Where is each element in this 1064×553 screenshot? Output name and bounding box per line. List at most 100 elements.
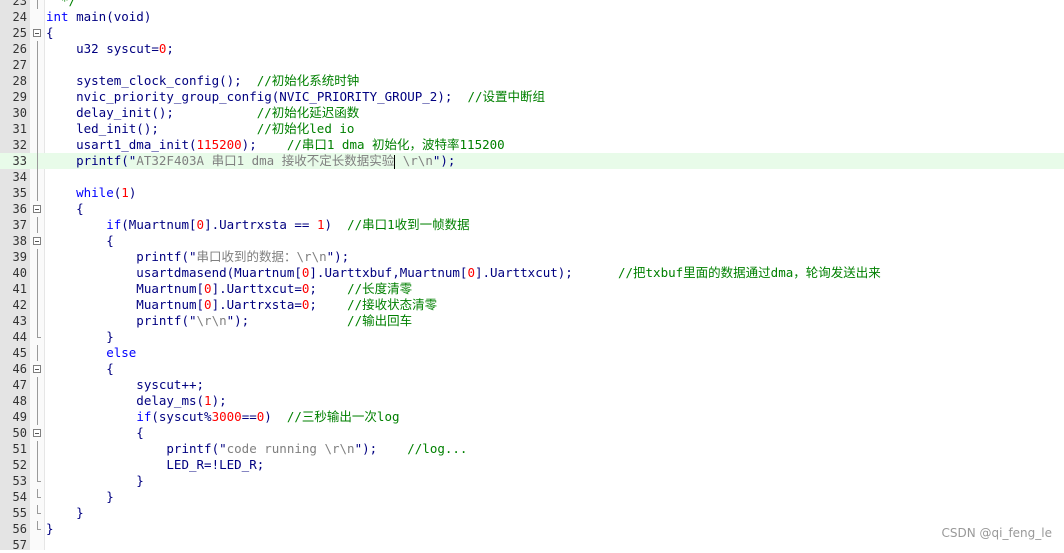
code-text[interactable]: printf("\r\n"); //输出回车 [46,313,412,329]
code-text[interactable]: } [46,329,114,345]
code-line[interactable]: 41 Muartnum[0].Uarttxcut=0; //长度清零 [0,281,1064,297]
code-text[interactable]: usart1_dma_init(115200); //串口1 dma 初始化，波… [46,137,505,153]
code-token: ].Uartrxsta == [204,217,317,232]
fold-end-marker [37,521,41,530]
line-number: 26 [12,42,27,56]
code-text[interactable]: { [46,425,144,441]
code-text[interactable]: while(1) [46,185,136,201]
code-line[interactable]: 48 delay_ms(1); [0,393,1064,409]
code-text[interactable]: { [46,201,84,217]
code-line[interactable]: 45 else [0,345,1064,361]
code-line[interactable]: 56} [0,521,1064,537]
fold-guide [37,105,38,121]
code-token: code running \r\n [226,441,355,456]
code-text[interactable]: usartdmasend(Muartnum[0].Uarttxbuf,Muart… [46,265,880,281]
code-text[interactable]: LED_R=!LED_R; [46,457,264,473]
code-text[interactable]: nvic_priority_group_config(NVIC_PRIORITY… [46,89,545,105]
code-token: ); [241,137,287,152]
code-line[interactable]: 38 { [0,233,1064,249]
code-line[interactable]: 34 [0,169,1064,185]
code-text[interactable]: led_init(); //初始化led io [46,121,354,137]
code-line[interactable]: 57 [0,537,1064,553]
code-line[interactable]: 42 Muartnum[0].Uartrxsta=0; //接收状态清零 [0,297,1064,313]
code-text[interactable]: */ [46,0,76,9]
code-line[interactable]: 31 led_init(); //初始化led io [0,121,1064,137]
code-line[interactable]: 27 [0,57,1064,73]
code-line[interactable]: 50 { [0,425,1064,441]
code-token: else [106,345,137,360]
code-line[interactable]: 36 { [0,201,1064,217]
code-text[interactable]: } [46,521,54,537]
code-token: 3000 [211,409,242,424]
code-token: //初始化延迟函数 [256,105,360,120]
code-line[interactable]: 39 printf("串口收到的数据：\r\n"); [0,249,1064,265]
code-text[interactable]: delay_ms(1); [46,393,226,409]
code-token [46,345,106,360]
code-line[interactable]: 55 } [0,505,1064,521]
code-text[interactable]: if(Muartnum[0].Uartrxsta == 1) //串口1收到一帧… [46,217,469,233]
code-token: { [46,25,54,40]
code-line[interactable]: 25 { [0,25,1064,41]
code-line[interactable]: 30 delay_init(); //初始化延迟函数 [0,105,1064,121]
fold-guide [37,57,38,73]
fold-toggle-icon[interactable] [33,29,41,37]
code-line[interactable]: 49 if(syscut%3000==0) //三秒输出一次log [0,409,1064,425]
fold-toggle-icon[interactable] [33,365,41,373]
code-line[interactable]: 44 } [0,329,1064,345]
code-text[interactable]: else [46,345,136,361]
code-token: 0 [301,297,310,312]
line-number: 25 [12,26,27,40]
fold-end-marker [37,489,41,498]
code-line[interactable]: 37 if(Muartnum[0].Uartrxsta == 1) //串口1收… [0,217,1064,233]
code-line[interactable]: 26 u32 syscut=0; [0,41,1064,57]
code-line[interactable]: 43 printf("\r\n"); //输出回车 [0,313,1064,329]
code-text[interactable]: { [46,233,114,249]
code-text[interactable]: Muartnum[0].Uarttxcut=0; //长度清零 [46,281,412,297]
line-number: 49 [12,410,27,424]
code-text[interactable]: { [46,25,54,41]
fold-toggle-icon[interactable] [33,237,41,245]
code-line[interactable]: 35 while(1) [0,185,1064,201]
code-line[interactable]: 51 printf("code running \r\n"); //log... [0,441,1064,457]
code-line[interactable]: 54 } [0,489,1064,505]
line-number: 57 [12,538,27,552]
fold-toggle-icon[interactable] [33,429,41,437]
code-token: 0 [256,409,265,424]
code-line[interactable]: 29 nvic_priority_group_config(NVIC_PRIOR… [0,89,1064,105]
code-token: while [76,185,114,200]
code-line[interactable]: 47 syscut++; [0,377,1064,393]
code-text[interactable]: Muartnum[0].Uartrxsta=0; //接收状态清零 [46,297,437,313]
code-line[interactable]: 52 LED_R=!LED_R; [0,457,1064,473]
code-text[interactable]: printf("AT32F403A 串口1 dma 接收不定长数据实验 \r\n… [46,153,455,169]
code-token: system_clock_config(); [46,73,257,88]
code-line[interactable]: 46 { [0,361,1064,377]
code-line[interactable]: 32 usart1_dma_init(115200); //串口1 dma 初始… [0,137,1064,153]
code-text[interactable]: } [46,505,84,521]
code-line[interactable]: 33 printf("AT32F403A 串口1 dma 接收不定长数据实验 \… [0,153,1064,169]
code-text[interactable]: printf("串口收到的数据：\r\n"); [46,249,349,265]
code-line[interactable]: 23 */ [0,0,1064,9]
code-text[interactable]: int main(void) [46,9,151,25]
fold-guide [37,185,38,201]
code-line[interactable]: 28 system_clock_config(); //初始化系统时钟 [0,73,1064,89]
code-text[interactable]: } [46,489,114,505]
code-text[interactable]: delay_init(); //初始化延迟函数 [46,105,359,121]
code-text[interactable]: } [46,473,144,489]
fold-toggle-icon[interactable] [33,205,41,213]
fold-guide [37,281,38,297]
code-text[interactable]: if(syscut%3000==0) //三秒输出一次log [46,409,399,425]
code-text[interactable]: syscut++; [46,377,204,393]
code-text[interactable]: { [46,361,114,377]
line-number: 35 [12,186,27,200]
code-line[interactable]: 53 } [0,473,1064,489]
code-token: ; [309,281,348,296]
code-text[interactable]: system_clock_config(); //初始化系统时钟 [46,73,359,89]
code-text[interactable]: u32 syscut=0; [46,41,174,57]
code-line[interactable]: 40 usartdmasend(Muartnum[0].Uarttxbuf,Mu… [0,265,1064,281]
code-text[interactable]: printf("code running \r\n"); //log... [46,441,467,457]
code-token: "); [432,153,456,168]
code-token: (Muartnum[ [121,217,197,232]
code-token: } [46,473,144,488]
